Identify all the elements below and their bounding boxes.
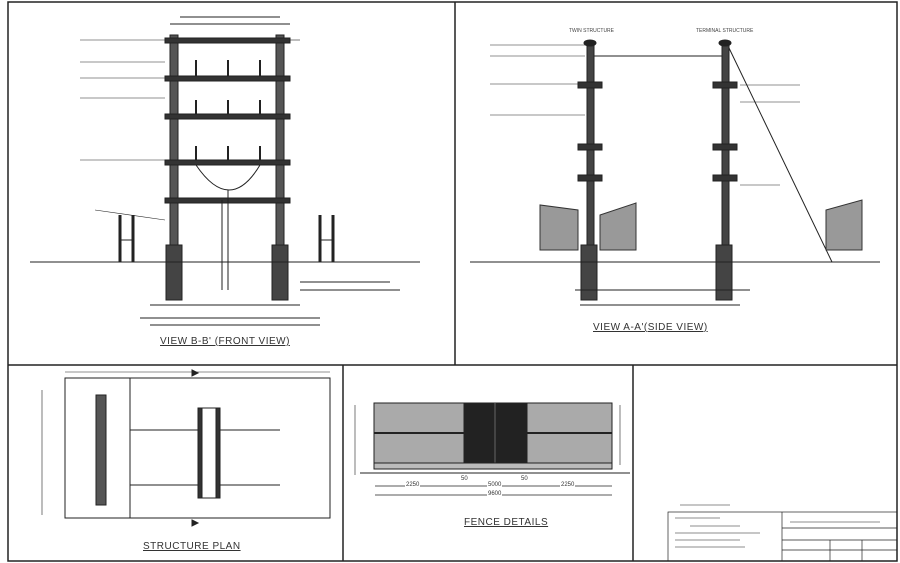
front-view-title: VIEW B-B' (FRONT VIEW) xyxy=(160,336,290,347)
front-view-drawing xyxy=(30,16,420,326)
side-view-title: VIEW A-A'(SIDE VIEW) xyxy=(593,322,708,333)
side-view-drawing xyxy=(470,39,880,306)
fence-details-title: FENCE DETAILS xyxy=(464,517,549,528)
fence-details-drawing xyxy=(354,402,630,496)
fence-dimension: 5000 xyxy=(487,482,503,488)
sheet-border xyxy=(7,1,898,562)
structure-plan-drawing xyxy=(41,369,331,527)
fence-dimension: 50 xyxy=(460,476,469,482)
twin-structure-label: TWIN STRUCTURE xyxy=(569,28,614,34)
title-block xyxy=(667,504,898,562)
fence-overall-dimension: 9600 xyxy=(487,491,503,497)
terminal-structure-label: TERMINAL STRUCTURE xyxy=(696,28,754,34)
fence-dimension: 2250 xyxy=(560,482,576,488)
fence-dimension: 50 xyxy=(520,476,529,482)
fence-dimension: 2250 xyxy=(405,482,421,488)
structure-plan-title: STRUCTURE PLAN xyxy=(143,541,241,552)
